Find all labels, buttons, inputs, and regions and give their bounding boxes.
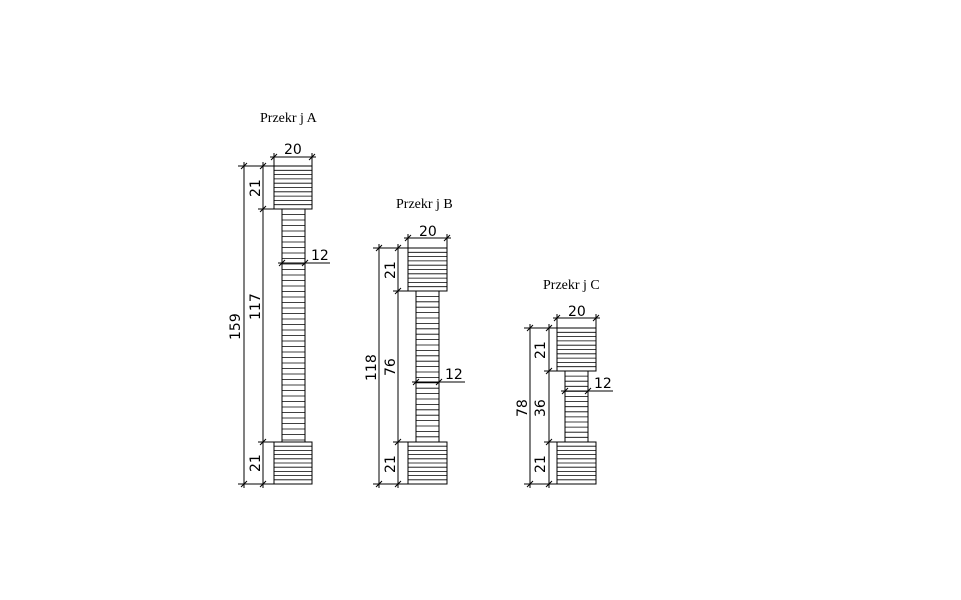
section-c-top-flange-hatch — [557, 331, 596, 368]
section-a: Przekr j A 20 12 — [228, 111, 330, 488]
section-b-web-hatch — [416, 295, 439, 438]
section-a-web-dimension — [278, 259, 330, 267]
section-a-total-dimension — [238, 162, 260, 488]
section-b-width-label: 20 — [419, 224, 437, 240]
section-a-top-flange-hatch — [274, 169, 312, 206]
section-a-bottom-height-label: 21 — [248, 454, 264, 472]
section-c-width-dimension — [553, 314, 600, 328]
section-b-top-flange-hatch — [408, 251, 447, 288]
section-b-total-dimension — [373, 244, 395, 488]
section-b-web-label: 12 — [445, 367, 463, 383]
section-c-total-height-label: 78 — [515, 399, 531, 417]
section-c-inner-dimension — [544, 324, 565, 488]
section-c-web-height-label: 36 — [533, 399, 549, 417]
section-b-bottom-flange-hatch — [408, 445, 447, 481]
section-a-top-height-label: 21 — [248, 179, 264, 197]
section-c-width-label: 20 — [568, 304, 586, 320]
section-b-bottom-height-label: 21 — [383, 455, 399, 473]
section-b: Przekr j B 20 12 — [364, 197, 465, 488]
section-c-web-label: 12 — [594, 376, 612, 392]
section-c-bottom-flange-hatch — [557, 445, 596, 481]
section-c: Przekr j C 20 12 — [515, 278, 613, 488]
section-b-top-height-label: 21 — [383, 261, 399, 279]
section-c-top-height-label: 21 — [533, 341, 549, 359]
section-b-web-height-label: 76 — [383, 358, 399, 376]
section-a-title: Przekr j A — [260, 111, 318, 126]
section-a-total-height-label: 159 — [228, 313, 244, 340]
section-c-bottom-height-label: 21 — [533, 455, 549, 473]
section-c-web-dimension — [561, 387, 613, 395]
section-a-width-dimension — [270, 153, 316, 166]
section-a-bottom-flange-hatch — [274, 445, 312, 481]
section-c-title: Przekr j C — [543, 278, 600, 293]
section-a-web-hatch — [282, 214, 305, 441]
section-c-total-dimension — [524, 324, 546, 488]
section-b-title: Przekr j B — [396, 197, 453, 212]
section-b-width-dimension — [404, 234, 451, 248]
section-a-web-height-label: 117 — [248, 293, 264, 320]
section-a-inner-dimension — [258, 162, 282, 488]
section-b-inner-dimension — [393, 244, 416, 488]
section-b-web-dimension — [412, 378, 465, 386]
section-a-web-label: 12 — [311, 248, 329, 264]
section-c-web-hatch — [565, 375, 588, 438]
section-a-width-label: 20 — [284, 142, 302, 158]
section-b-total-height-label: 118 — [364, 354, 380, 381]
